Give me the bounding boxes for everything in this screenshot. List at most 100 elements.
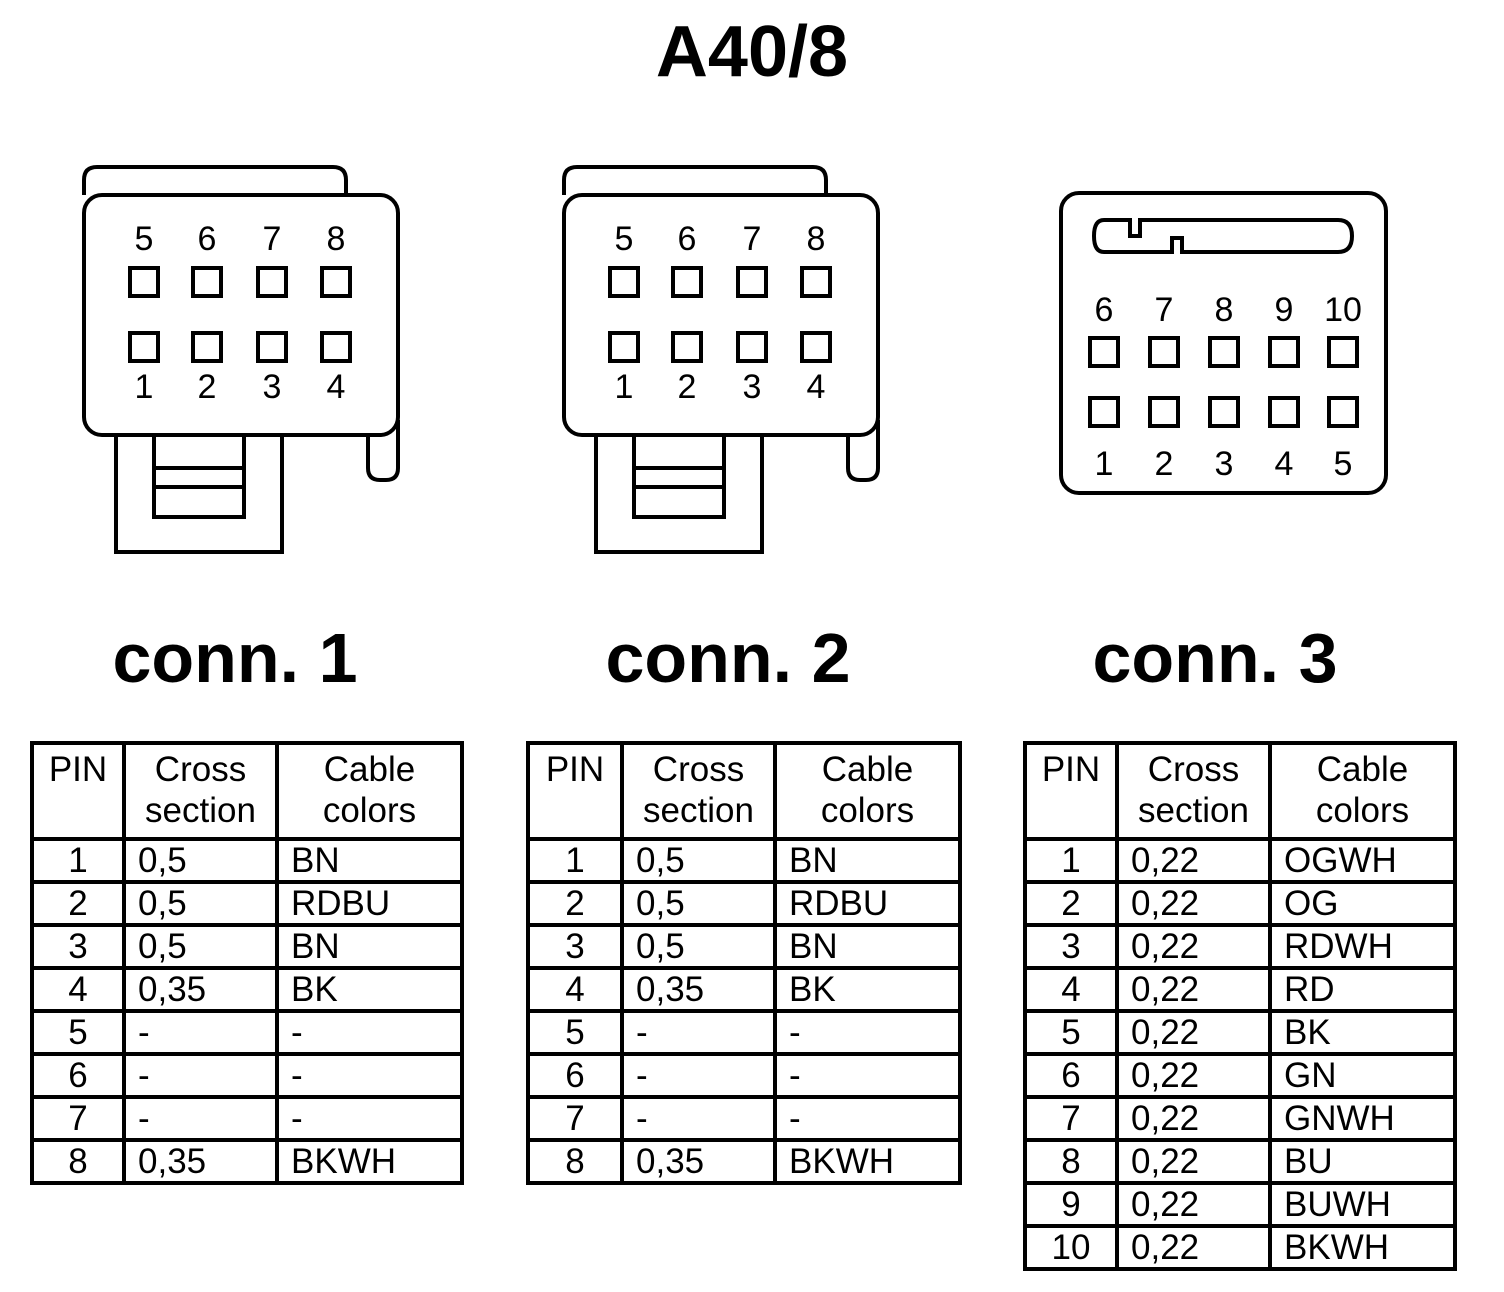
pin-socket: [1268, 336, 1300, 368]
pin-cell: 6: [30, 1052, 126, 1099]
pin-cell: 10: [1023, 1224, 1119, 1271]
cable-color-cell: BK: [1268, 1009, 1457, 1056]
pin-cell: 6: [526, 1052, 624, 1099]
cable-color-cell: BN: [773, 837, 962, 884]
cross-section-cell: 0,5: [620, 837, 777, 884]
pin-socket: [1327, 336, 1359, 368]
pin-socket: [671, 331, 703, 363]
pin-number: 7: [263, 220, 282, 258]
pin-number: 5: [615, 220, 634, 258]
pin-cell: 5: [1023, 1009, 1119, 1056]
pin-number: 6: [1095, 291, 1114, 329]
cross-section-cell: 0,35: [122, 1138, 279, 1185]
cross-section-cell: 0,35: [122, 966, 279, 1013]
pin-number: 6: [198, 220, 217, 258]
pin-socket: [256, 331, 288, 363]
pin-cell: 2: [1023, 880, 1119, 927]
table-row: 7--: [30, 1095, 464, 1142]
cable-color-cell: BKWH: [773, 1138, 962, 1185]
cross-section-cell: 0,22: [1115, 1224, 1272, 1271]
cross-section-cell: -: [620, 1052, 777, 1099]
pin-number: 4: [807, 368, 826, 406]
cross-section-cell: 0,22: [1115, 1181, 1272, 1228]
pin-header: PIN: [526, 741, 624, 841]
table-row: 7--: [526, 1095, 962, 1142]
pin-cell: 8: [1023, 1138, 1119, 1185]
cable-color-cell: BN: [773, 923, 962, 970]
pin-cell: 2: [526, 880, 624, 927]
cable-color-cell: -: [275, 1095, 464, 1142]
cable-color-cell: BU: [1268, 1138, 1457, 1185]
table-row: 5--: [30, 1009, 464, 1056]
pin-number: 9: [1275, 291, 1294, 329]
pin-socket: [800, 331, 832, 363]
table-row: 6--: [526, 1052, 962, 1099]
pin-header: PIN: [1023, 741, 1119, 841]
pin-number: 8: [1215, 291, 1234, 329]
pin-socket: [1208, 396, 1240, 428]
pin-cell: 8: [526, 1138, 624, 1185]
cable-color-cell: OG: [1268, 880, 1457, 927]
pin-number: 7: [743, 220, 762, 258]
cross-section-cell: -: [122, 1052, 279, 1099]
table-row: 5--: [526, 1009, 962, 1056]
cross-section-cell: 0,35: [620, 966, 777, 1013]
cable-color-cell: BN: [275, 923, 464, 970]
pin-socket: [1088, 396, 1120, 428]
pin-cell: 4: [526, 966, 624, 1013]
cross-section-cell: 0,35: [620, 1138, 777, 1185]
table-row: 6--: [30, 1052, 464, 1099]
cable-color-cell: -: [773, 1095, 962, 1142]
pin-cell: 7: [30, 1095, 126, 1142]
pin-number: 2: [1155, 445, 1174, 483]
cross-section-cell: 0,5: [122, 837, 279, 884]
pin-number: 3: [743, 368, 762, 406]
cable-color-cell: -: [773, 1052, 962, 1099]
pin-number: 2: [198, 368, 217, 406]
cross-section-cell: 0,5: [620, 880, 777, 927]
pin-cell: 1: [526, 837, 624, 884]
pin-socket: [736, 266, 768, 298]
pin-socket: [671, 266, 703, 298]
pin-socket: [1327, 396, 1359, 428]
pin-cell: 7: [526, 1095, 624, 1142]
pin-cell: 1: [30, 837, 126, 884]
cross-section-cell: 0,22: [1115, 1138, 1272, 1185]
pin-number: 7: [1155, 291, 1174, 329]
cable-color-cell: BUWH: [1268, 1181, 1457, 1228]
cross-section-cell: 0,22: [1115, 966, 1272, 1013]
pin-socket: [1148, 336, 1180, 368]
cross-section-cell: 0,5: [620, 923, 777, 970]
pin-socket: [736, 331, 768, 363]
cable-color-cell: RDBU: [773, 880, 962, 927]
pin-cell: 7: [1023, 1095, 1119, 1142]
cable-color-cell: RDWH: [1268, 923, 1457, 970]
pin-number: 4: [1275, 445, 1294, 483]
pin-number: 3: [263, 368, 282, 406]
cable-color-cell: RDBU: [275, 880, 464, 927]
pin-number: 4: [327, 368, 346, 406]
pin-socket: [128, 266, 160, 298]
pin-cell: 8: [30, 1138, 126, 1185]
cross-section-cell: 0,22: [1115, 923, 1272, 970]
cable-color-cell: BN: [275, 837, 464, 884]
